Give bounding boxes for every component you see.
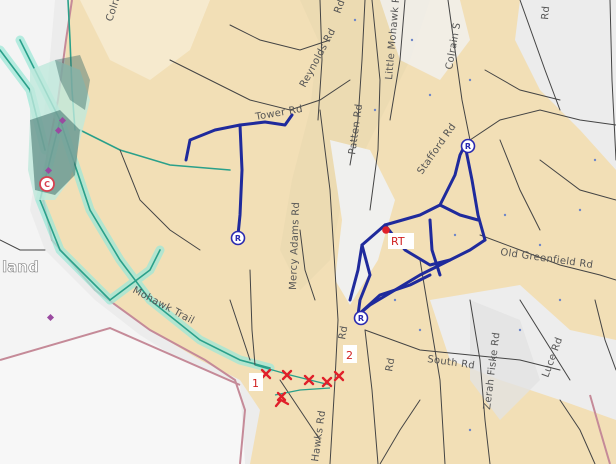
hill-shading (80, 0, 616, 420)
lowland-block (0, 330, 245, 464)
red-x-marker[interactable] (260, 368, 272, 380)
trailhead-letter: R (358, 314, 364, 323)
water-specks (353, 18, 597, 432)
town-center-letter: C (44, 180, 50, 189)
trailhead-letter: R (465, 142, 471, 151)
rt-marker[interactable]: RT (382, 226, 414, 249)
trailhead-letter: R (235, 234, 241, 243)
town-name-label: land (2, 258, 39, 276)
road-label-mercy: Mercy Adams Rd (288, 202, 302, 290)
label-2[interactable]: 2 (343, 345, 357, 363)
ne-hills (515, 0, 616, 170)
road-label-rd-bottom: Rd (384, 357, 397, 373)
trailhead-marker-center[interactable]: R (230, 230, 246, 246)
rt-label: RT (391, 235, 405, 248)
rt-dot (382, 226, 390, 234)
road-label-rd-top: Rd (332, 0, 347, 15)
ridge-white (330, 140, 395, 305)
trailhead-marker-north[interactable]: R (460, 138, 476, 154)
label-2-text: 2 (346, 349, 353, 362)
red-x-marker[interactable] (281, 369, 293, 381)
trailhead-marker-south[interactable]: R (353, 310, 369, 326)
red-x-marker[interactable] (321, 376, 333, 388)
red-x-marker[interactable] (333, 370, 345, 382)
red-x-markers (260, 368, 345, 408)
town-center-marker[interactable]: C (39, 176, 55, 192)
red-x-marker[interactable] (303, 374, 315, 386)
red-x-marker[interactable] (274, 391, 290, 408)
trail-network (184, 113, 487, 317)
label-1[interactable]: 1 (249, 373, 263, 391)
label-1-text: 1 (252, 377, 259, 390)
rt-label-bg (388, 233, 414, 249)
road-label-rd-left: Rd (337, 325, 350, 341)
road-label-rd-right: Rd (540, 5, 552, 20)
